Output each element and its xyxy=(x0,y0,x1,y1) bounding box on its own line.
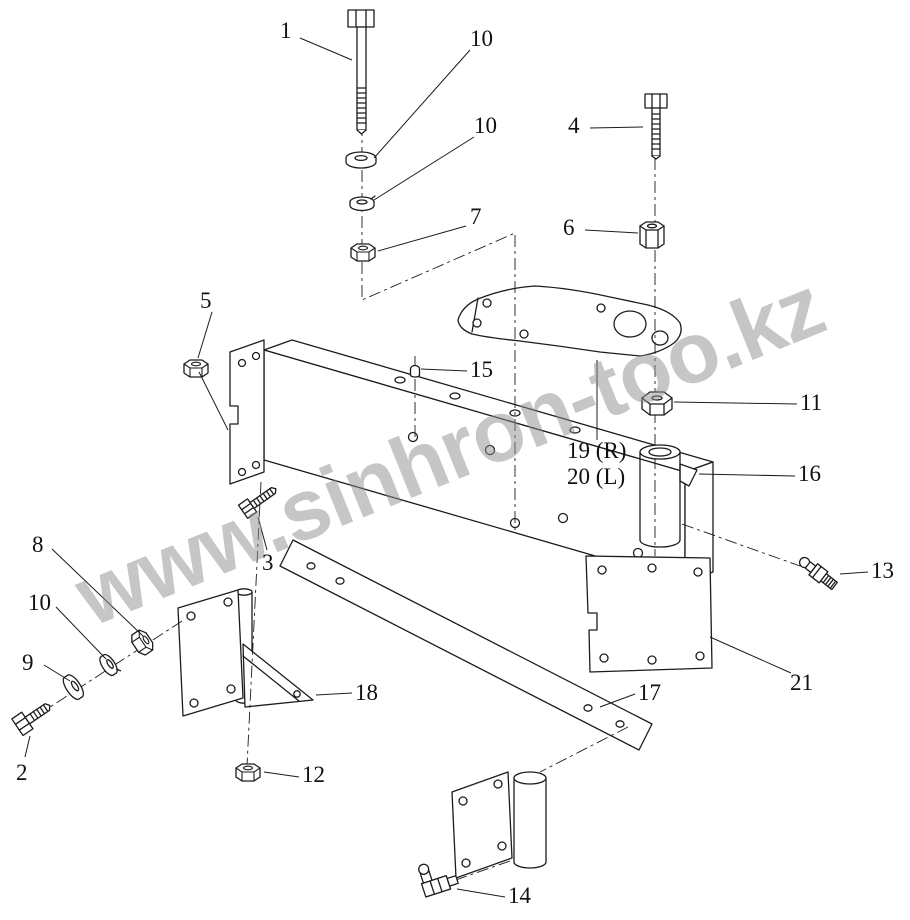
part-elbow-grease-fitting-14 xyxy=(418,863,459,898)
part-nut-12 xyxy=(235,763,261,782)
part-top-bracket-19-20 xyxy=(457,285,682,357)
callout-4: 4 xyxy=(568,113,580,138)
callout-13: 13 xyxy=(871,558,894,583)
callout-2: 2 xyxy=(16,760,28,785)
callout-21: 21 xyxy=(790,670,813,695)
callout-3: 3 xyxy=(262,550,274,575)
watermark: www.sinhron-too.kz xyxy=(62,258,837,645)
part-pin-15 xyxy=(409,364,421,378)
callout-18: 18 xyxy=(355,680,378,705)
callout-14: 14 xyxy=(508,883,532,908)
part-bolt-4 xyxy=(644,93,668,160)
part-grease-fitting-13 xyxy=(798,556,838,591)
part-left-end-flange xyxy=(229,339,265,485)
callout-12: 12 xyxy=(302,762,325,787)
part-washer-9 xyxy=(62,674,85,701)
callout-8: 8 xyxy=(32,532,44,557)
callout-10-upper: 10 xyxy=(470,26,493,51)
callout-9: 9 xyxy=(22,650,34,675)
callout-11: 11 xyxy=(800,390,822,415)
part-nut-7 xyxy=(350,243,376,262)
part-tall-nut-6 xyxy=(639,221,665,249)
callout-17: 17 xyxy=(638,680,661,705)
part-bolt-2 xyxy=(11,703,51,737)
part-drawbar-17 xyxy=(279,539,653,751)
callout-6: 6 xyxy=(563,215,575,240)
callout-1: 1 xyxy=(280,18,292,43)
callout-16: 16 xyxy=(798,461,821,486)
part-bushing-16 xyxy=(639,444,698,548)
part-lock-washer-10-middle xyxy=(349,195,376,212)
part-flat-washer-10-upper xyxy=(345,151,377,169)
part-nut-11 xyxy=(641,391,673,416)
part-nut-8 xyxy=(127,627,157,658)
part-lock-washer-10-lower xyxy=(99,653,122,677)
leader-lines xyxy=(24,37,869,898)
part-end-plate-21 xyxy=(585,555,713,673)
callout-10-lower: 10 xyxy=(28,590,51,615)
callout-15: 15 xyxy=(470,357,493,382)
callout-7: 7 xyxy=(470,204,482,229)
part-nut-5 xyxy=(183,359,209,378)
part-bottom-hinge-bracket xyxy=(451,771,547,879)
part-hinge-bracket-18 xyxy=(177,588,314,717)
callout-5: 5 xyxy=(200,288,212,313)
callout-10-middle: 10 xyxy=(474,113,497,138)
part-bolt-3 xyxy=(237,487,277,519)
callout-labels: 1 10 10 7 4 6 5 15 11 19 (R) 20 (L) 16 1… xyxy=(16,18,894,908)
part-bolt-1 xyxy=(347,9,375,135)
callout-20: 20 (L) xyxy=(567,464,625,489)
part-main-beam xyxy=(263,339,714,583)
callout-19: 19 (R) xyxy=(567,438,626,463)
